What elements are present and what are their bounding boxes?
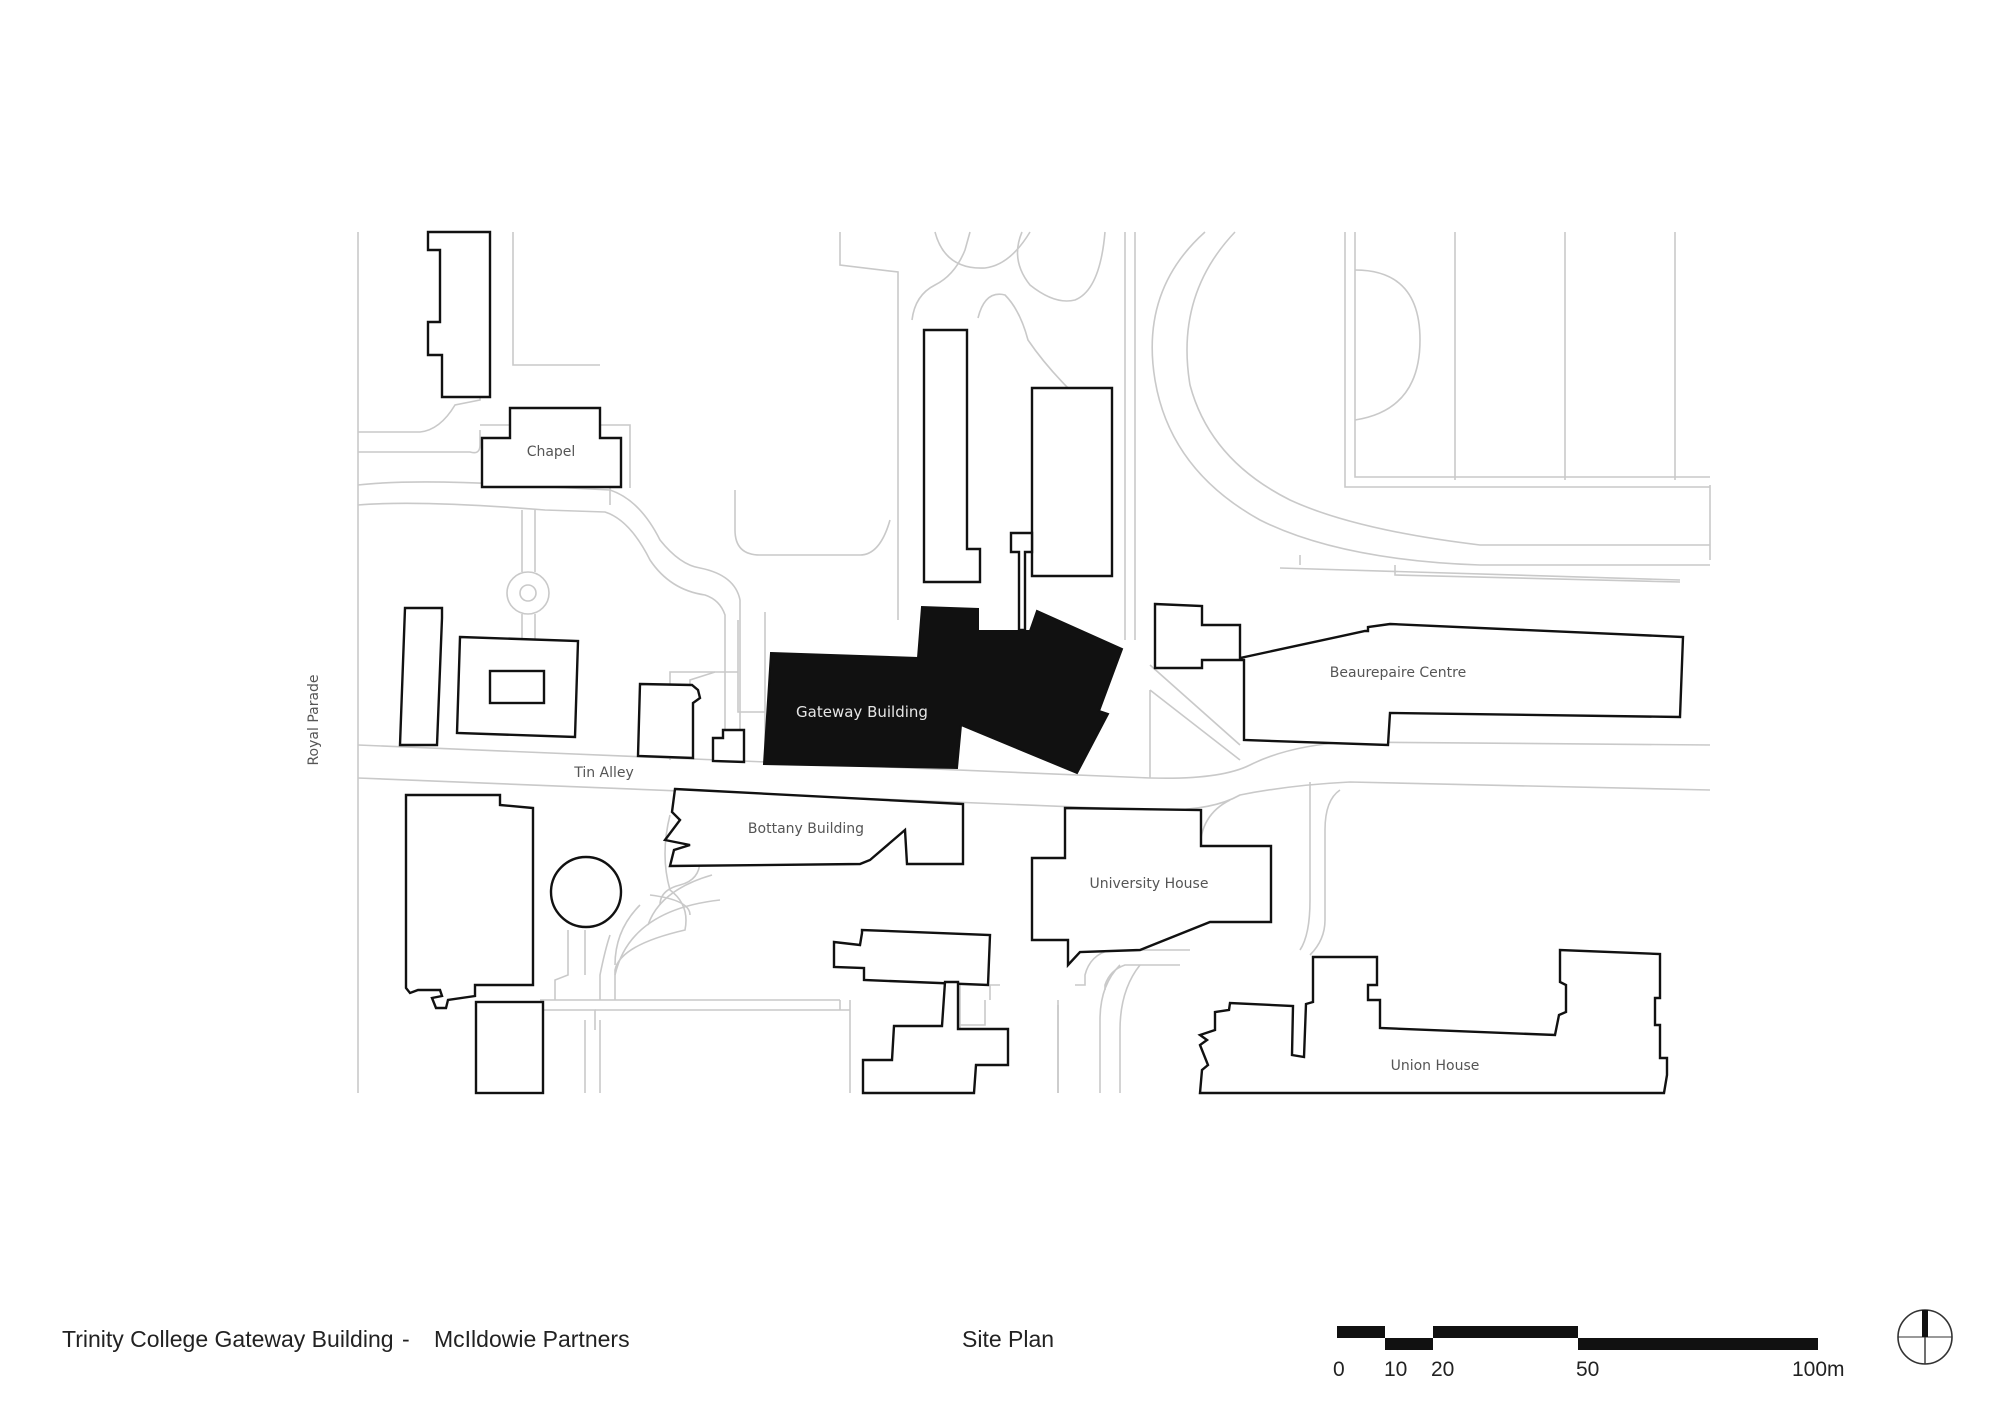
building-north-block-b <box>1030 386 1114 578</box>
building-west-annex <box>636 682 702 760</box>
building-southwest-large <box>404 793 535 1010</box>
label-bottany-building: Bottany Building <box>748 821 864 837</box>
label-university-house: University House <box>1090 876 1209 892</box>
scale-tick-10: 10 <box>1384 1358 1408 1381</box>
building-university-house <box>1030 806 1273 969</box>
scale-seg-20-50 <box>1433 1326 1578 1338</box>
building-rotunda <box>549 855 623 929</box>
scale-seg-50-100 <box>1578 1338 1818 1350</box>
scale-tick-20: 20 <box>1431 1358 1455 1381</box>
building-north-block-a <box>922 328 982 584</box>
label-chapel: Chapel <box>527 444 576 460</box>
building-gateway-highlighted <box>762 605 1124 775</box>
scale-tick-50: 50 <box>1576 1358 1600 1381</box>
scale-seg-10-20 <box>1385 1338 1433 1350</box>
footer-architect: McIldowie Partners <box>434 1326 630 1352</box>
building-south-central-b <box>861 980 1010 1095</box>
footer-drawing-title: Site Plan <box>962 1326 1055 1352</box>
building-union-house <box>1197 948 1669 1095</box>
label-gateway-building: Gateway Building <box>796 703 928 721</box>
footer-project-title: Trinity College Gateway Building <box>62 1326 394 1352</box>
scale-tick-0: 0 <box>1333 1358 1345 1381</box>
label-tin-alley: Tin Alley <box>573 765 634 781</box>
label-union-house: Union House <box>1391 1058 1480 1074</box>
building-south-small <box>474 1000 545 1095</box>
footer-separator: - <box>402 1326 410 1352</box>
scale-seg-0-10 <box>1337 1326 1385 1338</box>
north-arrow-icon <box>1897 1309 1953 1365</box>
building-courtyard-inner <box>488 669 546 705</box>
building-south-central-a <box>832 928 992 987</box>
building-link <box>1009 531 1034 632</box>
scale-tick-100m: 100m <box>1792 1358 1845 1381</box>
building-tiny-annex <box>711 728 746 764</box>
label-royal-parade: Royal Parade <box>306 674 322 765</box>
building-beaurepaire-centre <box>1153 602 1685 747</box>
building-royal-parade-west <box>398 606 444 747</box>
building-chapel <box>480 406 623 489</box>
building-bottany <box>662 787 965 868</box>
buildings <box>398 230 1685 1095</box>
label-beaurepaire-centre: Beaurepaire Centre <box>1330 665 1466 681</box>
building-north-residence <box>426 230 492 399</box>
